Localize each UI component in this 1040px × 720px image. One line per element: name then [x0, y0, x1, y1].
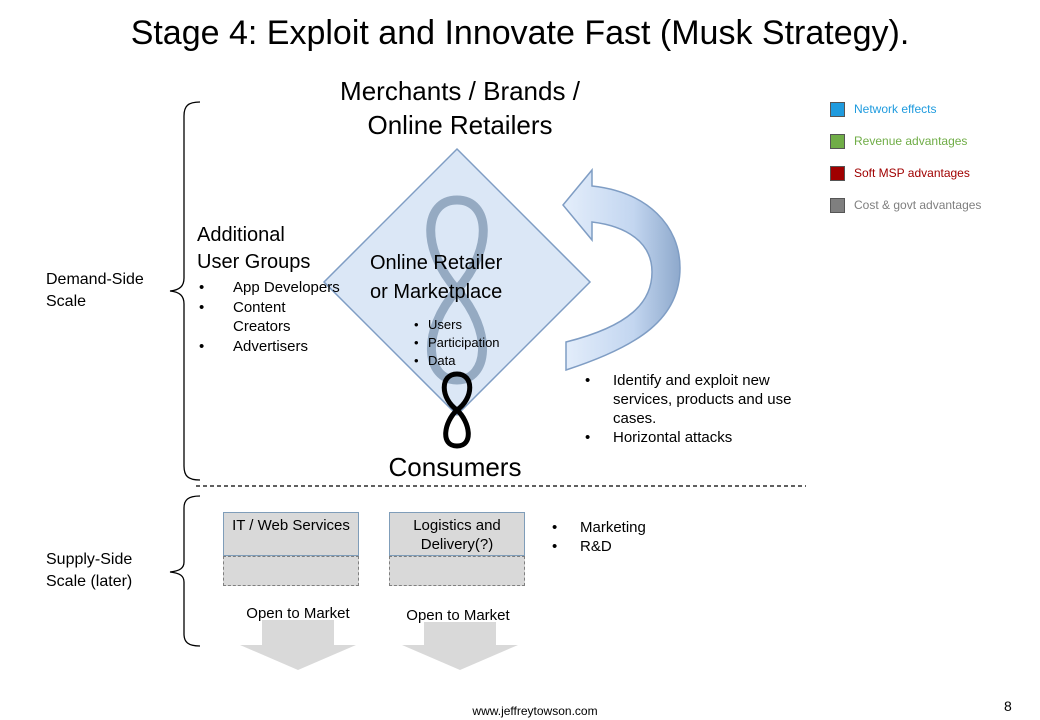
list-item: App Developers: [197, 278, 347, 298]
list-item: Advertisers: [197, 337, 347, 357]
user-groups-block: Additional User Groups App Developers Co…: [197, 222, 347, 356]
demand-side-line1: Demand-Side: [46, 271, 144, 288]
list-item: Participation: [412, 334, 542, 352]
legend-swatch: [830, 134, 845, 149]
feedback-arrow-icon: [562, 167, 681, 372]
logistics-placeholder: [389, 556, 525, 586]
list-item: Horizontal attacks: [583, 428, 813, 447]
marketplace-title-line2: or Marketplace: [370, 281, 503, 303]
list-item: Content Creators: [197, 298, 347, 337]
demand-side-label: Demand-Side Scale: [46, 269, 144, 313]
right-notes-list: Identify and exploit new services, produ…: [583, 371, 813, 447]
top-group-line1: Merchants / Brands /: [340, 76, 580, 106]
legend-label: Soft MSP advantages: [854, 166, 970, 180]
user-groups-list: App Developers Content Creators Advertis…: [197, 278, 347, 356]
supply-side-line1: Supply-Side: [46, 551, 133, 568]
open-to-market-label: Open to Market: [246, 605, 350, 622]
footer-url: www.jeffreytowson.com: [472, 704, 598, 718]
supply-side-bracket: [169, 495, 201, 647]
it-web-services-box: IT / Web Services: [223, 512, 359, 556]
legend-swatch: [830, 166, 845, 181]
open-to-market-label: Open to Market: [406, 607, 510, 624]
demand-side-line2: Scale: [46, 293, 87, 310]
marketplace-title: Online Retailer or Marketplace: [370, 249, 550, 307]
legend-label: Revenue advantages: [854, 134, 968, 148]
open-market-arrow-2: [402, 622, 518, 670]
list-item: Users: [412, 316, 542, 334]
user-groups-title-line2: User Groups: [197, 251, 311, 273]
small-loop-icon: [441, 371, 473, 449]
legend-swatch: [830, 102, 845, 117]
top-group-label: Merchants / Brands / Online Retailers: [300, 74, 620, 142]
list-item: Identify and exploit new services, produ…: [583, 371, 813, 428]
demand-side-bracket: [169, 101, 201, 481]
user-groups-title-line1: Additional: [197, 224, 285, 246]
consumers-label: Consumers: [388, 452, 522, 482]
slide-title: Stage 4: Exploit and Innovate Fast (Musk…: [130, 14, 910, 52]
logistics-box: Logistics and Delivery(?): [389, 512, 525, 556]
it-web-services-placeholder: [223, 556, 359, 586]
supply-side-label: Supply-Side Scale (later): [46, 549, 132, 593]
marketplace-list: Users Participation Data: [412, 316, 542, 370]
page-number: 8: [1004, 698, 1012, 714]
list-item: Marketing: [550, 518, 700, 537]
legend-label: Network effects: [854, 102, 937, 116]
list-item: Data: [412, 352, 542, 370]
list-item: R&D: [550, 537, 700, 556]
top-group-line2: Online Retailers: [367, 110, 553, 140]
supply-notes-list: Marketing R&D: [550, 518, 700, 556]
legend-label: Cost & govt advantages: [854, 198, 982, 212]
marketplace-title-line1: Online Retailer: [370, 252, 503, 274]
supply-side-line2: Scale (later): [46, 573, 133, 590]
legend-swatch: [830, 198, 845, 213]
open-market-arrow-1: [240, 620, 356, 670]
